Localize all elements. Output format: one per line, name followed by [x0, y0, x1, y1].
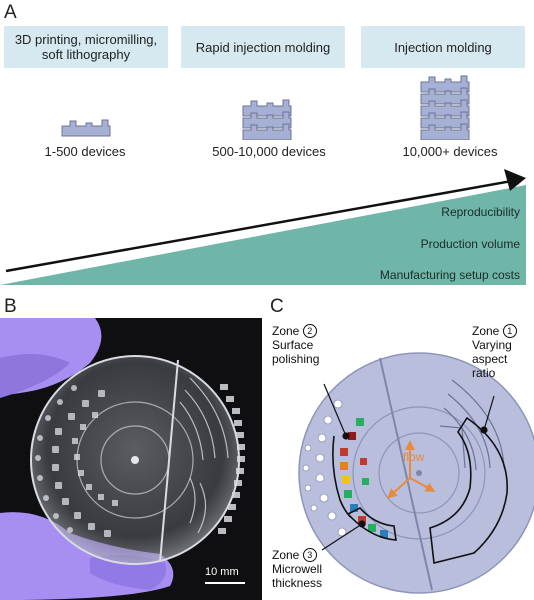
panel-b-letter: B — [4, 296, 17, 317]
device-photo: 10 mm — [0, 318, 262, 600]
metric-reproducibility: Reproducibility — [441, 205, 520, 219]
flow-arrows — [387, 440, 436, 499]
zone1-line1: Varying — [472, 338, 512, 352]
zone1-line3: ratio — [472, 366, 496, 380]
device-stack-icons — [61, 75, 470, 140]
zone1-line2: aspect — [472, 352, 508, 366]
zone1-number: 1 — [502, 324, 517, 338]
zone2-number: 2 — [302, 324, 317, 338]
zone3-line2: thickness — [272, 576, 323, 590]
method-label: Injection molding — [394, 39, 492, 55]
method-label-line1: 3D printing, micromilling, — [14, 32, 158, 47]
scale-up-arrow-head — [504, 169, 526, 191]
count-mid: 500-10,000 devices — [212, 144, 326, 159]
method-label: Rapid injection molding — [195, 39, 331, 55]
zone3-line1: Microwell — [272, 562, 323, 576]
device-schematic — [298, 352, 534, 594]
large-stack-icon — [420, 75, 470, 140]
method-label-line2: soft lithography — [41, 47, 131, 62]
panel-c-letter: C — [270, 296, 284, 317]
zone2-line2: polishing — [272, 352, 320, 366]
scale-up-graphic — [0, 169, 526, 285]
method-box-injection-molding: Injection molding — [361, 26, 525, 68]
zone1-outline — [429, 416, 508, 564]
zone3-label: Zone 3 Microwell thickness — [272, 548, 322, 590]
flow-label: flow — [403, 450, 425, 464]
zone1-word: Zone — [472, 324, 500, 338]
scale-bar-label: 10 mm — [205, 566, 239, 578]
metric-production-volume: Production volume — [420, 237, 520, 251]
method-box-rapid-injection: Rapid injection molding — [181, 26, 345, 68]
zone2-word: Zone — [272, 324, 300, 338]
single-device-icon — [61, 119, 111, 137]
photo-illustration — [0, 318, 245, 600]
zone3-word: Zone — [272, 548, 300, 562]
zone2-line1: Surface — [272, 338, 314, 352]
scale-up-arrow-shaft — [5, 179, 513, 273]
method-box-3d-printing: 3D printing, micromilling, soft lithogra… — [4, 26, 168, 68]
zone1-label: Zone 1 Varying aspect ratio — [472, 324, 517, 380]
metric-setup-costs: Manufacturing setup costs — [379, 268, 520, 282]
count-low: 1-500 devices — [44, 144, 126, 159]
microwell-array — [340, 418, 388, 538]
count-high: 10,000+ devices — [402, 144, 498, 159]
zone3-outline — [346, 507, 397, 541]
panel-a-letter: A — [4, 2, 17, 23]
growth-wedge — [0, 185, 526, 285]
zone3-number: 3 — [302, 548, 317, 562]
small-stack-icon — [242, 99, 292, 140]
zone2-label: Zone 2 Surface polishing — [272, 324, 319, 366]
